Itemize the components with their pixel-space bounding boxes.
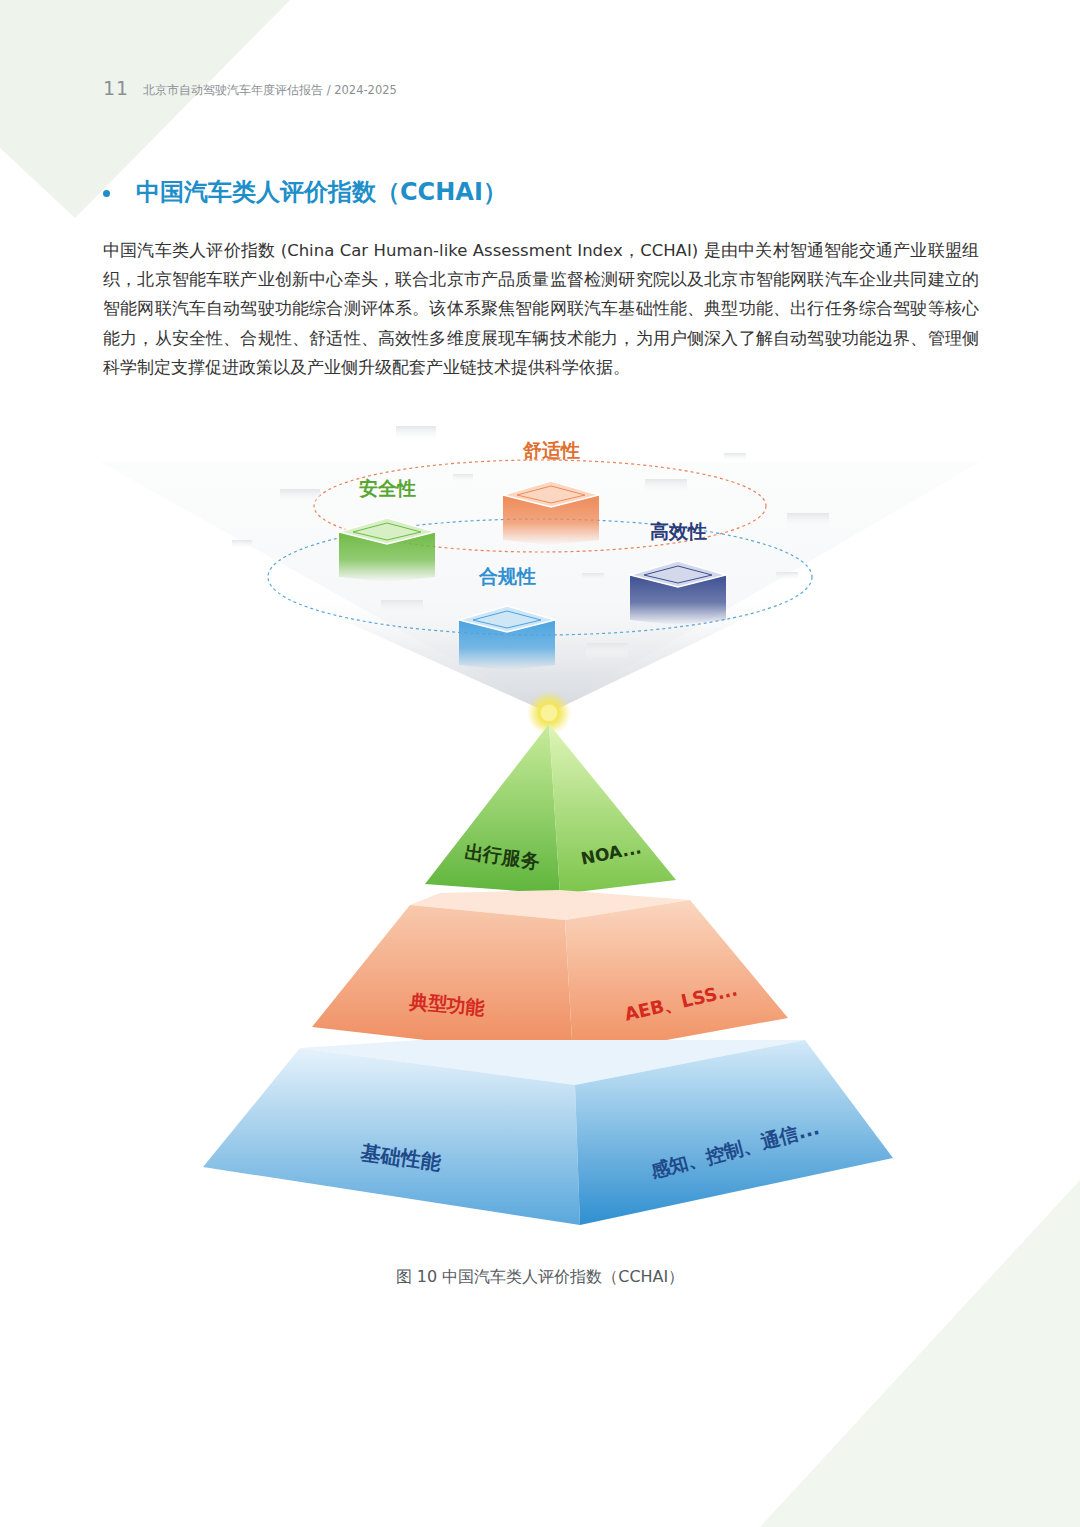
dimension-label: 舒适性 (481, 438, 621, 464)
dimension-label: 安全性 (317, 476, 457, 502)
section-title: 中国汽车类人评价指数（CCHAI） (136, 176, 507, 208)
safety-cube: 安全性 (317, 476, 457, 582)
efficiency-cube: 高效性 (608, 519, 748, 625)
dimension-label: 合规性 (437, 564, 577, 590)
corner-decoration (760, 1180, 1080, 1527)
ghost-cubes (232, 426, 829, 659)
body-paragraph: 中国汽车类人评价指数 (China Car Human-like Assessm… (103, 236, 979, 382)
page-number: 11 (103, 77, 129, 99)
band-shape (308, 890, 794, 1062)
comfort-cube: 舒适性 (481, 438, 621, 545)
bullet-dot (103, 190, 110, 197)
band-shape (420, 722, 685, 898)
pyramid-top: 出行服务NOA... (420, 722, 685, 898)
dashed-orbit (314, 460, 766, 552)
compliance-cube: 合规性 (437, 564, 577, 670)
dimension-label: 高效性 (608, 519, 748, 545)
running-header: 北京市自动驾驶汽车年度评估报告 / 2024-2025 (143, 83, 397, 98)
glow-point (541, 705, 557, 721)
funnel (100, 462, 980, 713)
pyramid-bottom: 基础性能感知、控制、通信... (198, 1034, 898, 1230)
figure-caption: 图 10 中国汽车类人评价指数（CCHAI） (0, 1267, 1080, 1288)
pyramid-middle: 典型功能AEB、LSS... (308, 890, 794, 1062)
